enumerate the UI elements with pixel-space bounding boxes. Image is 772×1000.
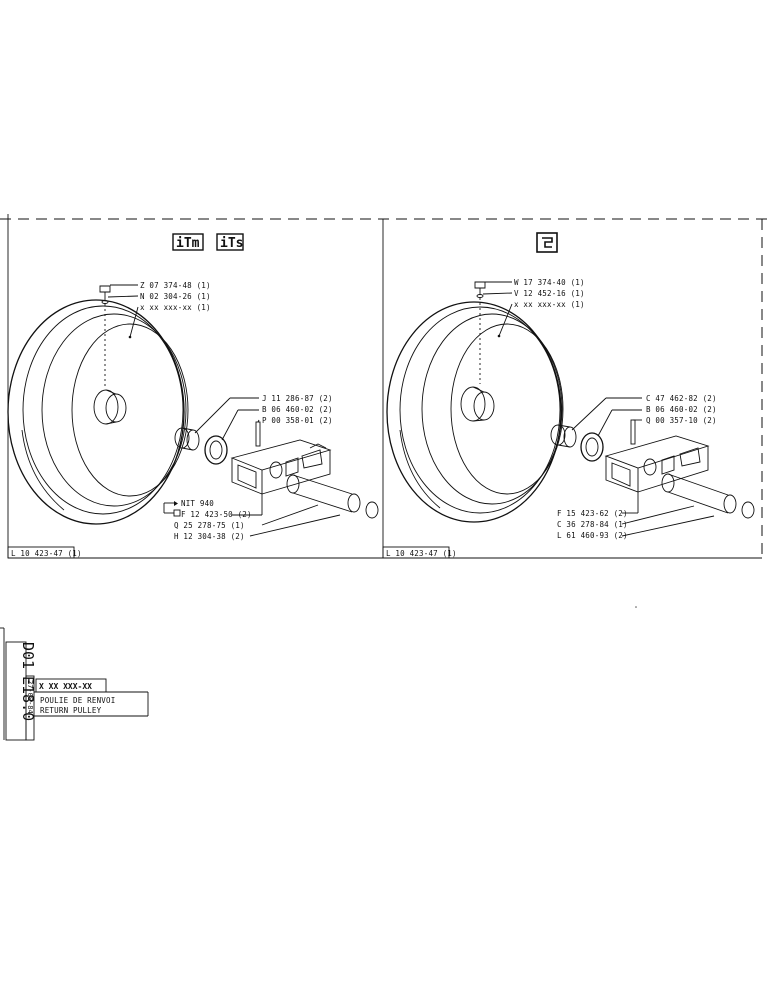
part-ref-q-00-357-10: Q 00 357-10 (2) <box>646 416 717 425</box>
title-english: RETURN PULLEY <box>40 706 102 715</box>
bracket-drawing-right <box>604 435 710 493</box>
part-ref-h-12-304-38: H 12 304-38 (2) <box>174 532 245 541</box>
part-ref-j-11-286-87: J 11 286-87 (2) <box>262 394 333 403</box>
drawing-ref-box-right <box>382 546 450 559</box>
part-ref-z-07-374-48: Z 07 374-48 (1) <box>140 281 211 290</box>
title-block: D01 E18.0 27-09-84 X XX XXX-XX POULIE DE… <box>0 627 149 741</box>
logo-itm: iTm <box>176 236 200 251</box>
right-leader-lines <box>482 281 715 537</box>
title-french: POULIE DE RENVOI <box>40 696 115 705</box>
drawing-ref-box-left <box>7 546 75 559</box>
arrow-icon <box>174 501 178 506</box>
part-ref-wheel-placeholder-right: x xx xxx-xx (1) <box>514 300 585 309</box>
part-ref-wheel-placeholder: x xx xxx-xx (1) <box>140 303 211 312</box>
part-ref-w-17-374-40: W 17 374-40 (1) <box>514 278 585 287</box>
logo-its: iTs <box>220 236 243 251</box>
logo-itm-its: iTm iTs <box>172 233 244 251</box>
drawing-ref-right: L 10 423-47 (1) <box>386 549 457 558</box>
logo-s: S <box>0 0 558 253</box>
shaft-drawing-right <box>661 473 755 519</box>
part-ref-f-12-423-50: F 12 423-50 (2) <box>181 510 252 519</box>
catalog-code-e18: E18.0 <box>19 676 37 721</box>
part-ref-p-00-358-01: P 00 358-01 (2) <box>262 416 333 425</box>
part-ref-b-06-460-02: B 06 460-02 (2) <box>262 405 333 414</box>
bushing-seal-drawing-right <box>550 424 604 462</box>
bracket-drawing <box>230 439 332 495</box>
part-ref-c-36-278-84: C 36 278-84 (1) <box>557 520 628 529</box>
right-panel: S <box>0 0 755 559</box>
shaft-drawing <box>286 474 379 519</box>
pin-drawing <box>255 421 261 447</box>
pulley-wheel-drawing-right <box>386 281 564 523</box>
left-panel: iTm iTs <box>7 233 379 559</box>
part-ref-f-15-423-62: F 15 423-62 (2) <box>557 509 628 518</box>
part-ref-q-25-278-75: Q 25 278-75 (1) <box>174 521 245 530</box>
scan-speck <box>635 606 637 608</box>
part-ref-nit-940: NIT 940 <box>181 499 214 508</box>
part-ref-v-12-452-16: V 12 452-16 (1) <box>514 289 585 298</box>
pin-drawing-right <box>630 419 636 445</box>
part-ref-c-47-462-82: C 47 462-82 (2) <box>646 394 717 403</box>
drawing-ref-left: L 10 423-47 (1) <box>11 549 82 558</box>
part-ref-l-61-460-93: L 61 460-93 (2) <box>557 531 628 540</box>
logo-s-text: S <box>0 0 1 1</box>
part-ref-n-02-304-26: N 02 304-26 (1) <box>140 292 211 301</box>
left-leader-lines <box>107 284 341 537</box>
pulley-wheel-drawing <box>7 285 189 525</box>
bushing-seal-drawing <box>174 427 228 465</box>
part-number: X XX XXX-XX <box>39 682 92 691</box>
revision-date: 27-09-84 <box>26 680 34 714</box>
catalog-code-d01: D01 <box>19 642 37 669</box>
part-ref-b-06-460-02-right: B 06 460-02 (2) <box>646 405 717 414</box>
nut-symbol-icon <box>173 509 181 517</box>
